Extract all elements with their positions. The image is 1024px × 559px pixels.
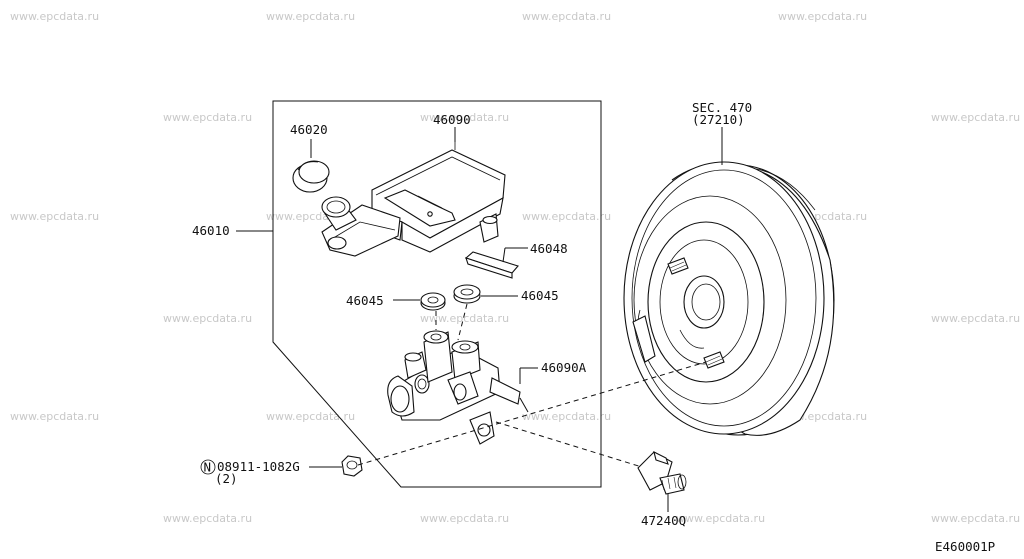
label-master-cylinder-assy: 46010 bbox=[192, 223, 230, 238]
watermark: www.epcdata.ru bbox=[931, 111, 1020, 124]
label-seal-left: 46045 bbox=[346, 293, 384, 308]
label-nut-part: 08911-1082G bbox=[217, 459, 300, 474]
watermark: www.epcdata.ru bbox=[420, 312, 509, 325]
master-cylinder-body bbox=[387, 330, 538, 445]
label-section-ref: SEC. 470 bbox=[692, 100, 752, 115]
reservoir-pin bbox=[464, 247, 528, 279]
watermark: www.epcdata.ru bbox=[10, 410, 99, 423]
watermark: www.epcdata.ru bbox=[676, 512, 765, 525]
watermark: www.epcdata.ru bbox=[163, 312, 252, 325]
stud-upper bbox=[667, 257, 689, 275]
watermark: www.epcdata.ru bbox=[163, 111, 252, 124]
reservoir-tank bbox=[321, 127, 506, 257]
label-reservoir-pin: 46048 bbox=[530, 241, 568, 256]
label-sensor: 47240Q bbox=[641, 513, 686, 528]
label-section-ref-sub: (27210) bbox=[692, 112, 745, 127]
label-reservoir: 46090 bbox=[433, 112, 471, 127]
watermark: www.epcdata.ru bbox=[420, 512, 509, 525]
label-cap: 46020 bbox=[290, 122, 328, 137]
flange-nut bbox=[309, 455, 363, 477]
label-nut-qty: (2) bbox=[215, 471, 238, 486]
watermark: www.epcdata.ru bbox=[420, 111, 509, 124]
watermark: www.epcdata.ru bbox=[522, 210, 611, 223]
diagram-code: E460001P bbox=[935, 539, 995, 554]
stud-lower bbox=[703, 351, 725, 369]
seal-guide bbox=[457, 303, 468, 341]
watermark: www.epcdata.ru bbox=[266, 10, 355, 23]
watermark: www.epcdata.ru bbox=[931, 512, 1020, 525]
label-seal-right: 46045 bbox=[521, 288, 559, 303]
mount-line bbox=[357, 361, 707, 466]
seal-right bbox=[453, 284, 518, 304]
watermark: www.epcdata.ru bbox=[266, 410, 355, 423]
mount-line bbox=[495, 421, 646, 469]
label-cylinder-body: 46090A bbox=[541, 360, 587, 375]
watermark: www.epcdata.ru bbox=[163, 512, 252, 525]
seal-left bbox=[393, 292, 446, 311]
brake-fluid-sensor bbox=[637, 450, 687, 512]
watermark: www.epcdata.ru bbox=[522, 10, 611, 23]
nut-symbol-circle bbox=[200, 459, 216, 475]
assembly-frame bbox=[272, 100, 602, 488]
brake-booster bbox=[623, 127, 835, 436]
watermark: www.epcdata.ru bbox=[778, 10, 867, 23]
watermark: www.epcdata.ru bbox=[10, 10, 99, 23]
filler-neck bbox=[321, 196, 357, 231]
reservoir-cap bbox=[292, 139, 330, 193]
watermark: www.epcdata.ru bbox=[522, 410, 611, 423]
watermark: www.epcdata.ru bbox=[931, 312, 1020, 325]
watermark: www.epcdata.ru bbox=[10, 210, 99, 223]
nut-symbol: N bbox=[204, 460, 212, 475]
